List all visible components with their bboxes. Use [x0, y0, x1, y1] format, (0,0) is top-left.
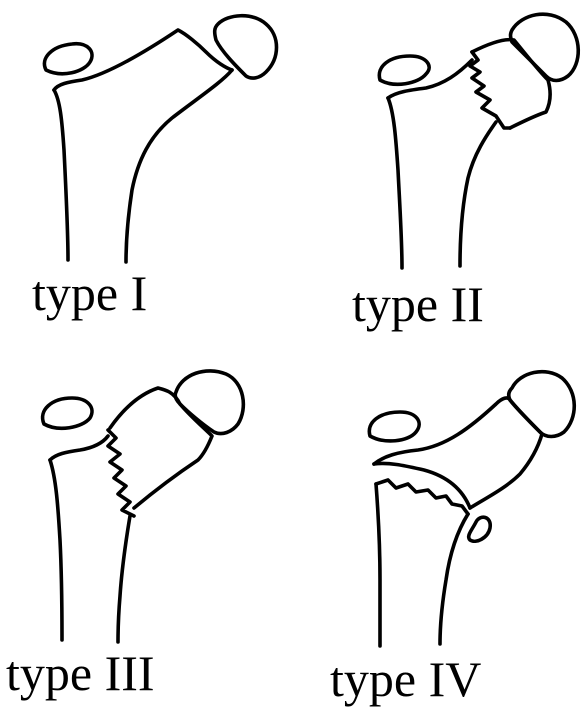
type-1-label: type I — [32, 268, 147, 318]
femur-shaft-left-edge-1 — [54, 90, 68, 260]
lesser-trochanter-3 — [43, 398, 92, 428]
neck-base-4 — [374, 463, 470, 508]
femoral-head-3 — [175, 371, 243, 434]
femoral-head-4 — [509, 372, 575, 437]
femur-shaft-left-1 — [54, 30, 232, 90]
panel-type-2-drawing — [379, 14, 578, 268]
panel-type-4-drawing — [369, 372, 574, 646]
panel-type-1-drawing — [44, 16, 276, 262]
femur-shaft-right-edge-3 — [118, 516, 130, 642]
fracture-line-2 — [470, 52, 510, 128]
type-4-label: type IV — [330, 654, 481, 704]
femur-shaft-right-edge-1 — [126, 70, 232, 262]
panel-type-3-drawing — [43, 371, 244, 642]
fracture-line-3 — [108, 430, 134, 516]
femur-shaft-left-edge-2 — [388, 98, 402, 268]
femoral-head-1 — [215, 16, 277, 78]
bone-fragment-4 — [469, 517, 491, 541]
femur-shaft-top-3 — [50, 436, 108, 460]
femur-shaft-right-edge-2 — [460, 122, 496, 266]
type-3-label: type III — [6, 648, 155, 698]
type-2-label: type II — [352, 279, 484, 329]
lesser-trochanter-1 — [44, 44, 92, 74]
femur-shaft-right-edge-4 — [440, 514, 468, 644]
femur-shaft-left-edge-4 — [376, 484, 380, 646]
lesser-trochanter-4 — [369, 412, 419, 441]
femur-shaft-left-edge-3 — [50, 460, 62, 640]
femoral-neck-3 — [110, 388, 212, 508]
lesser-trochanter-2 — [379, 56, 429, 84]
